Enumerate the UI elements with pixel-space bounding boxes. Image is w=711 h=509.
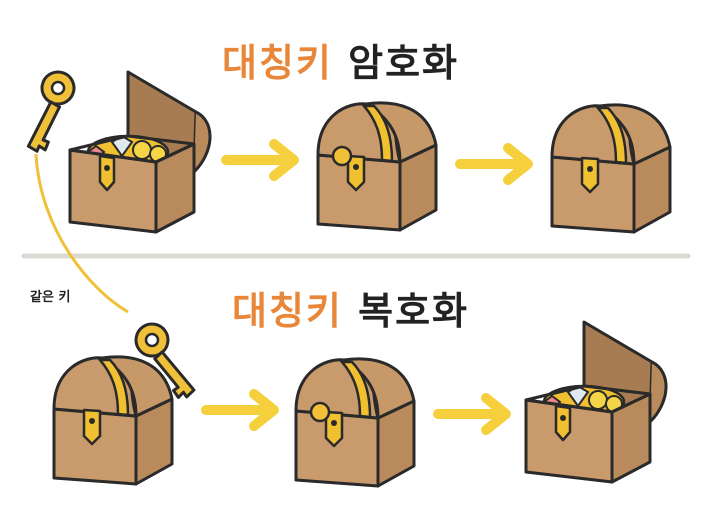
decryption-title-accent: 대칭키	[232, 289, 343, 333]
key-icon	[4, 65, 95, 157]
decryption-title: 대칭키 복호화	[232, 280, 469, 335]
arrow-right-icon	[206, 394, 274, 426]
encryption-title: 대칭키 암호화	[222, 32, 459, 87]
locked-chest-icon	[294, 357, 416, 488]
arrow-right-icon	[460, 148, 528, 180]
same-key-label: 같은 키	[30, 290, 71, 305]
closed-chest-icon	[52, 355, 174, 486]
encryption-title-accent: 대칭키	[222, 41, 333, 85]
locked-chest-icon	[316, 101, 438, 232]
arrow-right-icon	[226, 144, 294, 176]
decryption-title-rest: 복호화	[358, 289, 470, 333]
arrow-right-icon	[438, 398, 506, 430]
encryption-title-rest: 암호화	[348, 41, 460, 85]
open-treasure-chest-icon	[68, 70, 212, 234]
closed-chest-icon	[550, 103, 672, 234]
open-treasure-chest-icon	[524, 320, 668, 484]
same-key-connector	[34, 153, 129, 314]
